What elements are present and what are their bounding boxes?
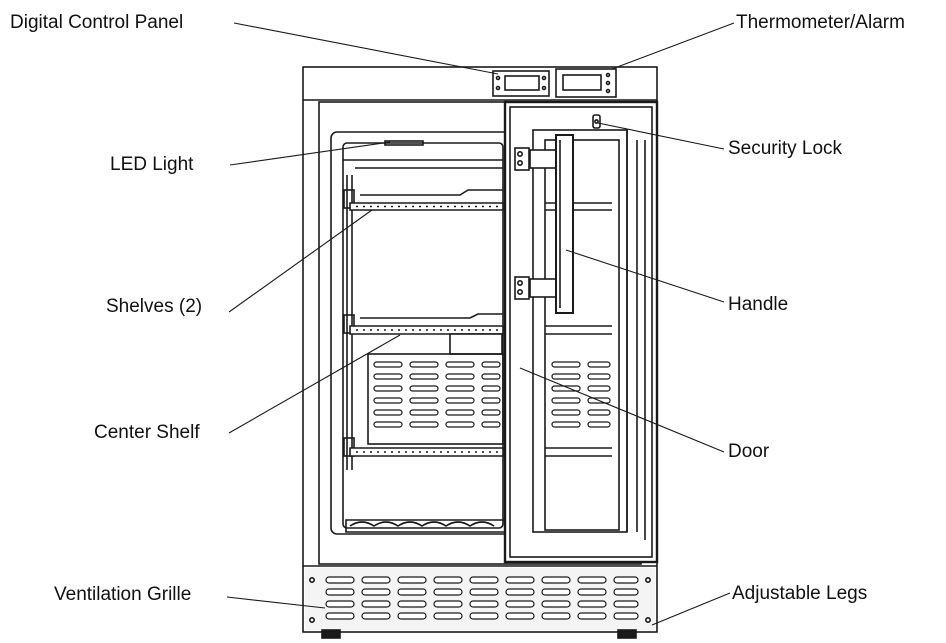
digital-control-panel: [492, 70, 550, 97]
door: [503, 100, 659, 564]
label-adjustable-legs: Adjustable Legs: [732, 583, 868, 604]
label-shelves: Shelves (2): [106, 296, 203, 317]
ventilation-grille: [305, 568, 655, 630]
door-hinges: [514, 147, 530, 300]
label-digital-control-panel: Digital Control Panel: [10, 12, 184, 33]
label-ventilation-grille: Ventilation Grille: [54, 584, 192, 605]
label-door: Door: [728, 441, 770, 462]
thermometer-alarm-panel: [555, 68, 617, 98]
leader-lines: [226, 22, 735, 626]
security-lock: [592, 114, 601, 129]
adjustable-legs: [321, 629, 637, 639]
center-shelf-panel: [367, 353, 504, 445]
label-thermometer-alarm: Thermometer/Alarm: [736, 12, 905, 33]
upper-shelf: [349, 189, 504, 211]
label-led-light: LED Light: [110, 154, 194, 175]
handle: [529, 134, 574, 314]
lower-shelf: [349, 447, 504, 457]
label-handle: Handle: [728, 294, 789, 315]
label-center-shelf: Center Shelf: [94, 422, 200, 443]
label-security-lock: Security Lock: [728, 138, 843, 159]
middle-shelf: [349, 313, 504, 355]
